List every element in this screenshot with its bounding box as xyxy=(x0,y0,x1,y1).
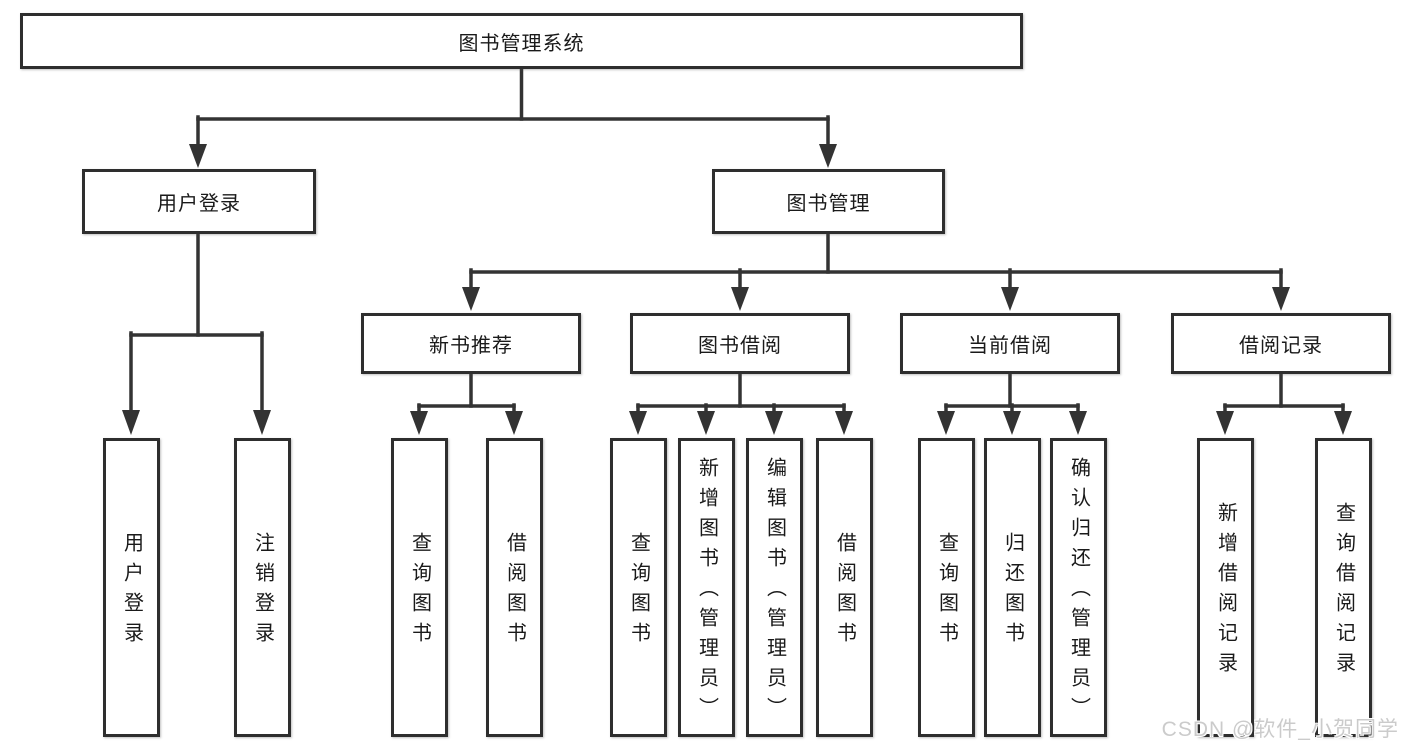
leaf-query-books-recommend-label: 查询图书 xyxy=(408,531,431,652)
node-borrow-records-label: 借阅记录 xyxy=(1239,335,1323,357)
node-new-book-recommend: 新书推荐 xyxy=(361,313,581,374)
csdn-watermark: CSDN @软件_小贺同学 xyxy=(1161,718,1399,741)
leaf-query-books-current-label: 查询图书 xyxy=(935,531,958,652)
node-user-login-label: 用户登录 xyxy=(157,193,241,215)
node-current-borrow: 当前借阅 xyxy=(900,313,1120,374)
leaf-add-books-admin: 新增图书（管理员） xyxy=(678,438,735,737)
leaf-borrow-books-recommend-label: 借阅图书 xyxy=(503,531,526,652)
leaf-user-login-label: 用户登录 xyxy=(120,531,143,652)
node-book-management: 图书管理 xyxy=(712,169,945,234)
connector-user-login-children xyxy=(122,232,271,435)
leaf-return-books: 归还图书 xyxy=(984,438,1041,737)
node-root-system: 图书管理系统 xyxy=(20,13,1023,69)
leaf-borrow-books-label: 借阅图书 xyxy=(833,531,856,652)
leaf-add-books-admin-label: 新增图书（管理员） xyxy=(695,456,718,727)
node-user-login: 用户登录 xyxy=(82,169,316,234)
leaf-add-borrow-record: 新增借阅记录 xyxy=(1197,438,1254,737)
leaf-logout: 注销登录 xyxy=(234,438,291,737)
leaf-add-borrow-record-label: 新增借阅记录 xyxy=(1214,501,1237,682)
leaf-query-books-borrow: 查询图书 xyxy=(610,438,667,737)
connector-new-book-recommend-children xyxy=(410,372,523,435)
connector-book-borrow-children xyxy=(629,372,853,435)
connector-root-to-level1 xyxy=(189,67,837,168)
leaf-confirm-return-admin-label: 确认归还（管理员） xyxy=(1067,456,1090,727)
leaf-edit-books-admin: 编辑图书（管理员） xyxy=(746,438,803,737)
node-current-borrow-label: 当前借阅 xyxy=(968,335,1052,357)
connector-book-management-children xyxy=(462,232,1290,311)
leaf-borrow-books-recommend: 借阅图书 xyxy=(486,438,543,737)
node-borrow-records: 借阅记录 xyxy=(1171,313,1391,374)
leaf-logout-label: 注销登录 xyxy=(251,531,274,652)
node-new-book-recommend-label: 新书推荐 xyxy=(429,335,513,357)
leaf-user-login: 用户登录 xyxy=(103,438,160,737)
node-book-borrow-label: 图书借阅 xyxy=(698,335,782,357)
leaf-edit-books-admin-label: 编辑图书（管理员） xyxy=(763,456,786,727)
leaf-query-books-borrow-label: 查询图书 xyxy=(627,531,650,652)
leaf-confirm-return-admin: 确认归还（管理员） xyxy=(1050,438,1107,737)
connector-current-borrow-children xyxy=(937,372,1087,435)
node-root-system-label: 图书管理系统 xyxy=(458,32,585,55)
leaf-query-borrow-record: 查询借阅记录 xyxy=(1315,438,1372,737)
leaf-return-books-label: 归还图书 xyxy=(1001,531,1024,652)
leaf-borrow-books: 借阅图书 xyxy=(816,438,873,737)
leaf-query-books-recommend: 查询图书 xyxy=(391,438,448,737)
node-book-management-label: 图书管理 xyxy=(786,193,871,215)
node-book-borrow: 图书借阅 xyxy=(630,313,850,374)
leaf-query-books-current: 查询图书 xyxy=(918,438,975,737)
connector-borrow-records-children xyxy=(1216,372,1352,435)
leaf-query-borrow-record-label: 查询借阅记录 xyxy=(1332,501,1355,682)
